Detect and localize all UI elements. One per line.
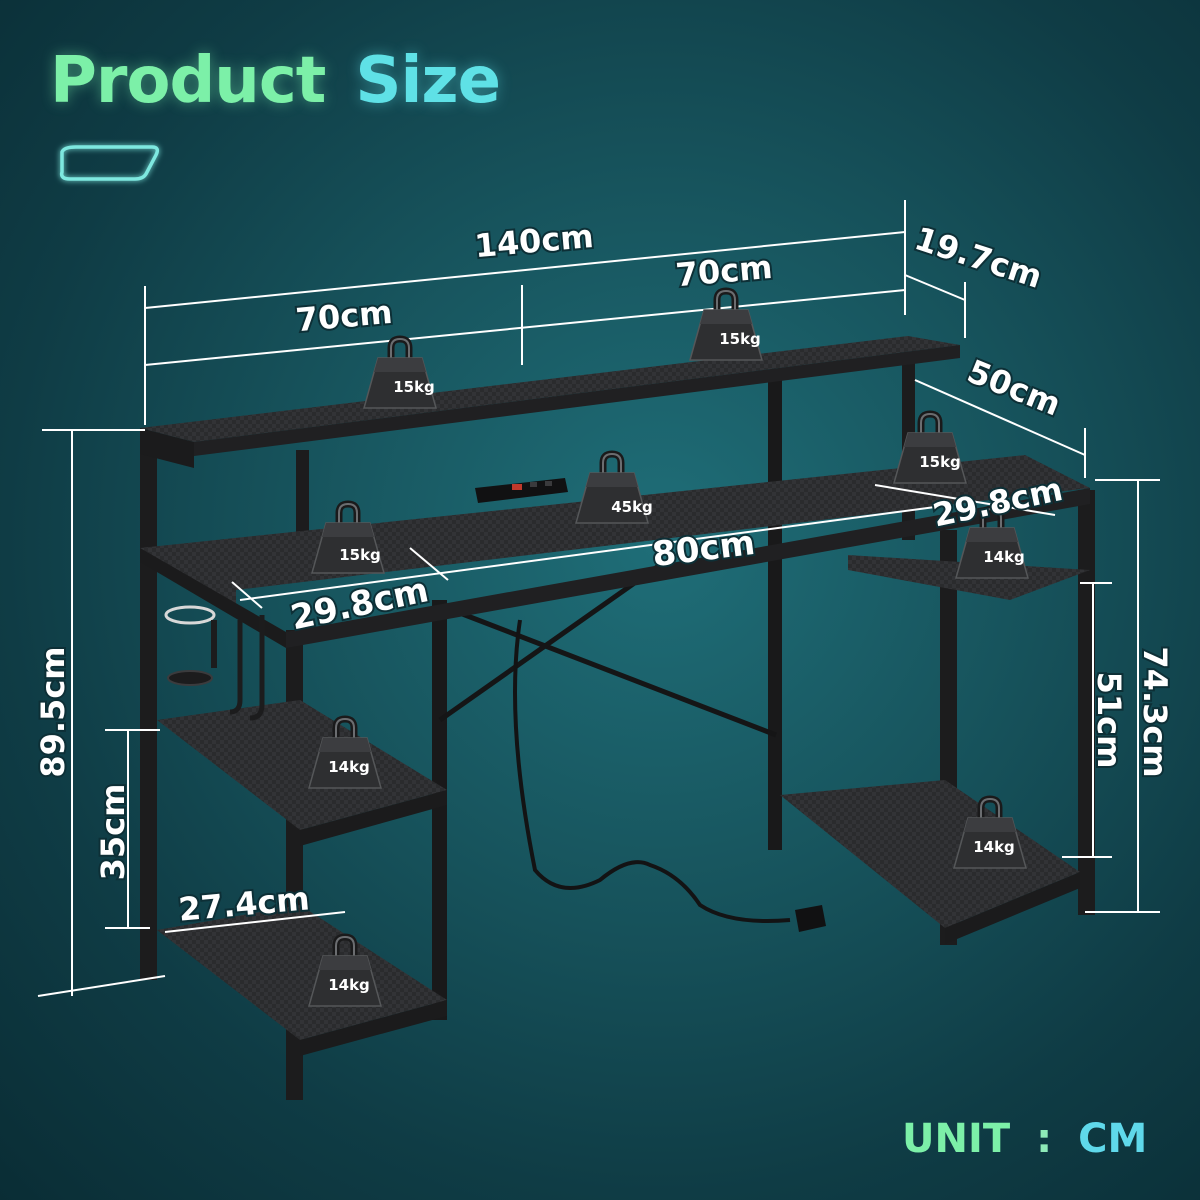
weight-left-shelf-lower: 14kg: [309, 937, 381, 1006]
dim-right-width: 70cm: [674, 248, 774, 294]
unit-label-text: UNIT: [902, 1116, 1011, 1162]
svg-text:14kg: 14kg: [983, 548, 1025, 566]
svg-text:15kg: 15kg: [393, 378, 435, 396]
weight-monitor-right: 15kg: [690, 291, 762, 360]
page-title: Product Size: [50, 44, 501, 118]
svg-text:14kg: 14kg: [328, 976, 370, 994]
title-word-size: Size: [355, 44, 501, 118]
svg-text:15kg: 15kg: [339, 546, 381, 564]
desk-illustration: [140, 336, 1095, 1100]
headphone-hooks: [229, 615, 265, 721]
unit-value: CM: [1078, 1116, 1148, 1162]
cup-holder: [164, 605, 217, 686]
svg-text:15kg: 15kg: [919, 453, 961, 471]
weight-left-top: 15kg: [312, 504, 384, 573]
dim-desk-depth: 50cm: [962, 352, 1066, 424]
monitor-shelf: [140, 336, 960, 468]
weight-right-top: 15kg: [894, 414, 966, 483]
dim-total-width: 140cm: [473, 217, 595, 265]
x-brace: [438, 562, 777, 738]
unit-separator: :: [1036, 1116, 1053, 1162]
right-cabinet: [780, 555, 1090, 944]
weight-monitor-left: 15kg: [364, 339, 436, 408]
dim-cabinet-height: 51cm: [1090, 672, 1128, 769]
svg-text:15kg: 15kg: [719, 330, 761, 348]
power-cord: [513, 619, 826, 932]
dim-desk-height: 74.3cm: [1136, 646, 1174, 777]
unit-label: UNIT: CM: [902, 1116, 1147, 1162]
svg-text:45kg: 45kg: [611, 498, 653, 516]
weight-right-shelf: 14kg: [956, 509, 1028, 578]
weight-left-shelf-upper: 14kg: [309, 719, 381, 788]
svg-text:14kg: 14kg: [973, 838, 1015, 856]
title-word-product: Product: [50, 44, 326, 118]
power-strip: [475, 478, 568, 503]
dim-left-width: 70cm: [294, 293, 394, 339]
dim-total-height: 89.5cm: [34, 646, 72, 777]
svg-text:14kg: 14kg: [328, 758, 370, 776]
decorative-swoosh: [59, 145, 160, 181]
dimension-lines: [37, 200, 1160, 997]
weight-right-shelf-lower: 14kg: [954, 799, 1026, 868]
weight-desk-center: 45kg: [576, 454, 653, 523]
dim-monitor-depth: 19.7cm: [910, 219, 1047, 296]
weight-blocks: 15kg 15kg 15kg 45kg 15kg 14kg: [309, 291, 1028, 1006]
dim-shelf-gap: 35cm: [94, 784, 132, 881]
